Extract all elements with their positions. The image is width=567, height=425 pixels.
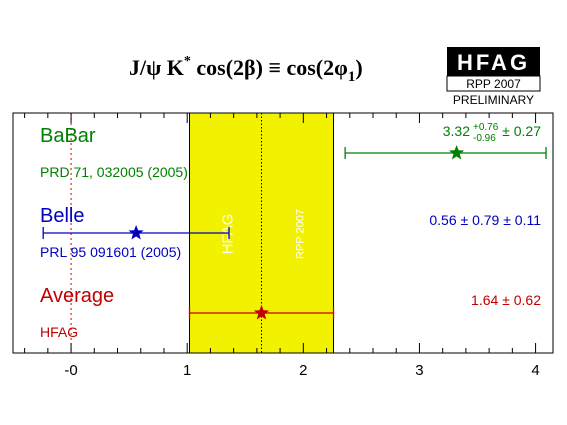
x-tick-label: 3: [415, 362, 423, 379]
measurement-babar-reference: PRD 71, 032005 (2005): [40, 164, 188, 180]
measurement-babar-name: BaBar: [40, 125, 96, 147]
measurement-babar-value: 3.32: [443, 123, 470, 139]
measurement-average-value: 1.64 ± 0.62: [471, 292, 541, 308]
title-subscript: 1: [348, 69, 356, 85]
x-tick-label: 4: [531, 362, 539, 379]
hfag-badge-name: HFAG: [457, 50, 530, 75]
hfag-badge-tag-box: [446, 75, 541, 92]
x-tick-label: 1: [183, 362, 191, 379]
measurement-babar-marker: [449, 145, 465, 160]
hfag-badge: HFAG RPP 2007 PRELIMINARY: [446, 47, 541, 107]
plot-frame: [12, 112, 554, 354]
measurement-belle-value: 0.56 ± 0.79 ± 0.11: [429, 212, 541, 228]
measurement-average-reference: HFAG: [40, 324, 78, 340]
band-label-rpp: RPP 2007: [295, 209, 307, 259]
measurement-average-marker: [253, 305, 270, 320]
band-label-hfag: HFAG: [220, 214, 237, 255]
title-rest: cos(2β) ≡ cos(2φ: [191, 55, 348, 80]
title-close: ): [355, 55, 362, 80]
chart-title: J/ψ K* cos(2β) ≡ cos(2φ1): [129, 54, 363, 85]
measurement-babar-err-minus: -0.96: [473, 133, 496, 144]
measurement-belle-reference: PRL 95 091601 (2005): [40, 244, 181, 260]
title-superscript: *: [184, 54, 191, 69]
hfag-badge-dark-box: [447, 47, 540, 76]
x-tick-label: -0: [64, 362, 77, 379]
measurement-belle-marker: [128, 225, 144, 240]
title-main: J/ψ K: [129, 55, 184, 80]
measurement-babar-err-plus: +0.76: [473, 122, 499, 133]
measurement-average-name: Average: [40, 285, 114, 307]
hfag-badge-status: PRELIMINARY: [453, 93, 534, 107]
hfag-badge-tag: RPP 2007: [466, 77, 521, 91]
x-tick-label: 2: [299, 362, 307, 379]
measurement-babar-syst: ± 0.27: [502, 123, 541, 139]
measurement-belle-name: Belle: [40, 205, 84, 227]
